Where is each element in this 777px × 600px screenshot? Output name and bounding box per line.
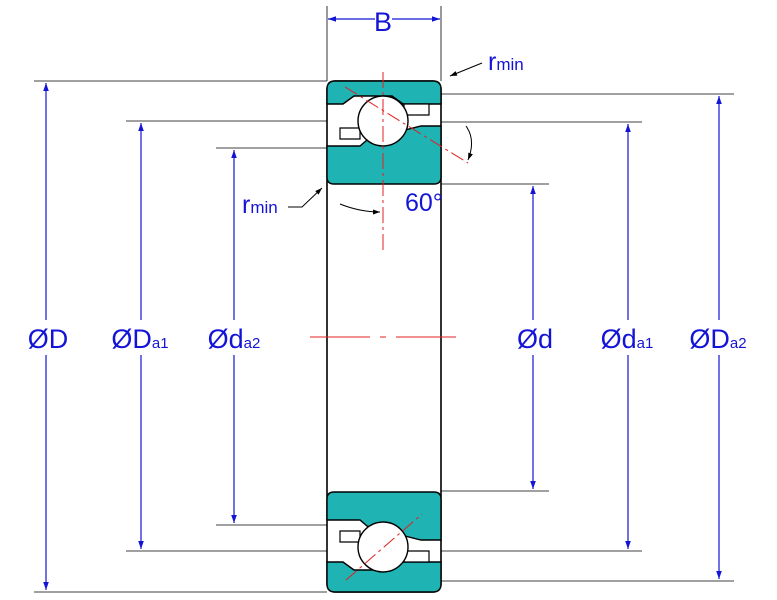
label-da2-outer: ØDa2 bbox=[689, 324, 746, 354]
label-da1-inner: Øda1 bbox=[601, 324, 654, 354]
contact-line-top bbox=[344, 86, 469, 164]
leaders bbox=[288, 62, 483, 215]
bearing-section bbox=[310, 72, 469, 593]
angle-arc bbox=[339, 203, 381, 215]
label-bore-d: Ød bbox=[517, 324, 553, 354]
label-rmin-left: rmin bbox=[242, 191, 278, 219]
cage-top-right bbox=[403, 103, 430, 116]
label-da1-outer: ØDa1 bbox=[111, 324, 168, 354]
angle-arc-right bbox=[465, 125, 473, 161]
label-angle: 60° bbox=[405, 189, 443, 217]
cage-bottom-left bbox=[339, 530, 361, 543]
label-outer-d: ØD bbox=[28, 324, 69, 354]
outer-ring-top bbox=[326, 80, 442, 105]
label-b: B bbox=[374, 7, 392, 37]
cage-top-left bbox=[339, 127, 361, 140]
ball-bottom bbox=[357, 521, 409, 573]
dimension-lines bbox=[43, 16, 722, 590]
contact-line-bottom bbox=[345, 513, 423, 581]
dimension-labels: B ØD ØDa1 Øda2 Ød Øda1 ØDa2 rmin rmin 60… bbox=[28, 7, 747, 354]
leader-rmin-top bbox=[449, 62, 483, 77]
label-rmin-top: rmin bbox=[488, 48, 524, 76]
inner-ring-top bbox=[326, 125, 442, 185]
label-da2-inner: Øda2 bbox=[208, 324, 261, 354]
leader-rmin-left bbox=[288, 187, 323, 208]
extension-lines bbox=[34, 6, 734, 593]
